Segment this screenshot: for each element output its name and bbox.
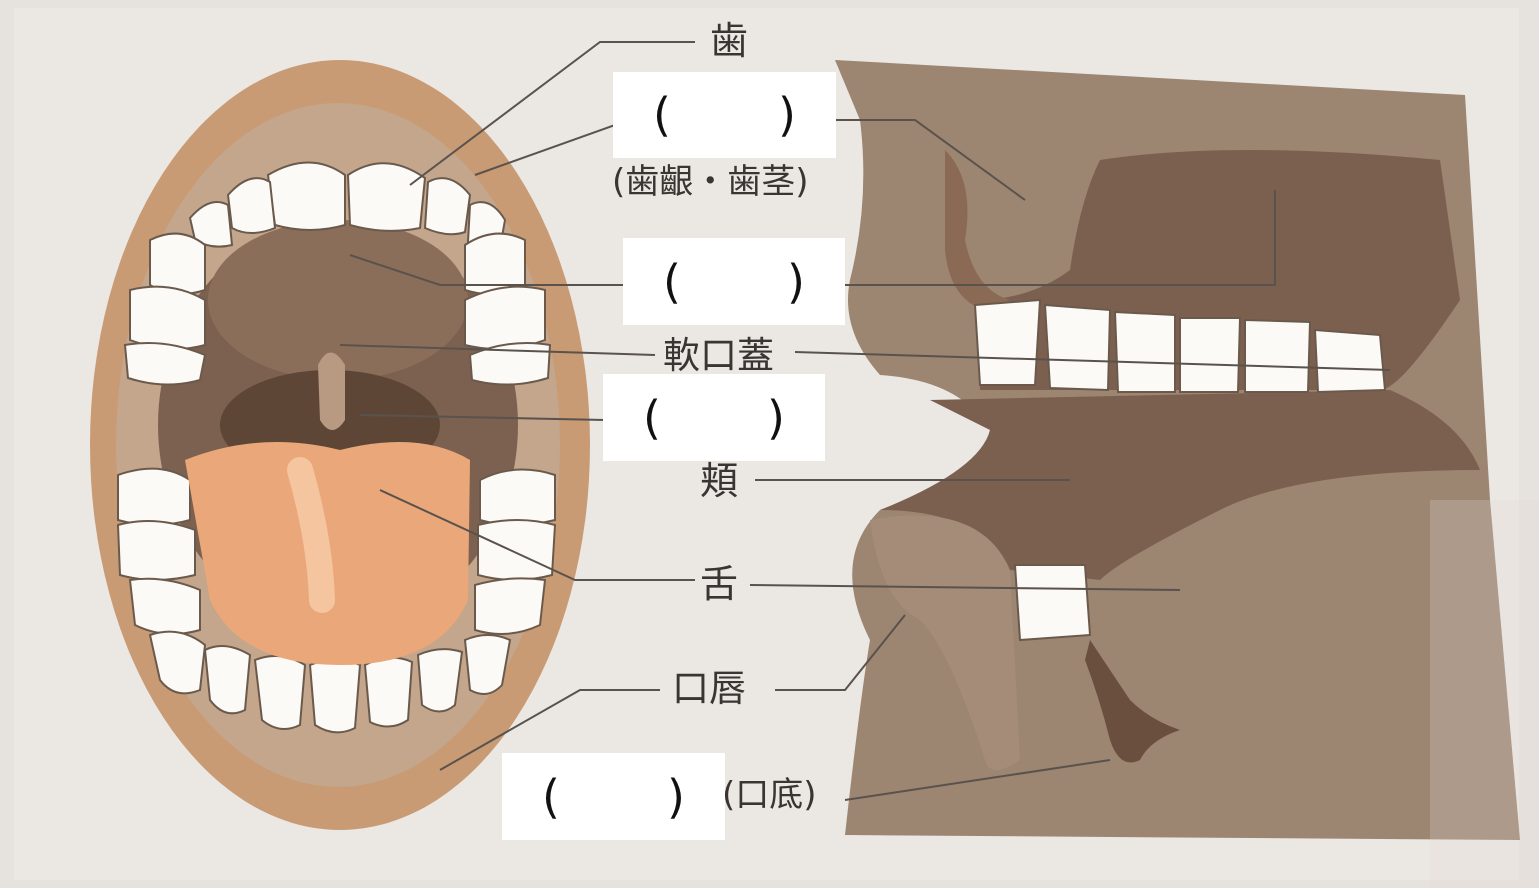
blank-close-paren: ): [778, 88, 796, 142]
blank-open-paren: (: [663, 254, 681, 309]
answer-blank-1[interactable]: ( ): [613, 72, 836, 158]
leader-lines: [339, 41, 1391, 801]
label-tongue: 舌: [700, 562, 739, 606]
label-cheek: 頬: [700, 459, 739, 503]
label-soft-palate: 軟口蓋: [663, 334, 774, 377]
blank-close-paren: ): [767, 390, 785, 445]
blank-open-paren: (: [643, 390, 661, 445]
answer-blank-2[interactable]: ( ): [623, 238, 845, 325]
label-lips: 口唇: [672, 667, 746, 710]
label-gums: (歯齦・歯茎): [612, 162, 809, 202]
label-floor-of-mouth: (口底): [722, 775, 817, 815]
sagittal-section-view: [835, 60, 1520, 840]
blank-close-paren: ): [667, 769, 685, 824]
open-mouth-front-view: [90, 60, 590, 830]
blank-open-paren: (: [653, 88, 671, 142]
answer-blank-4[interactable]: ( ): [502, 753, 725, 840]
answer-blank-3[interactable]: ( ): [603, 374, 825, 461]
blank-close-paren: ): [787, 254, 805, 309]
label-teeth: 歯: [710, 19, 749, 63]
blank-open-paren: (: [542, 769, 560, 824]
